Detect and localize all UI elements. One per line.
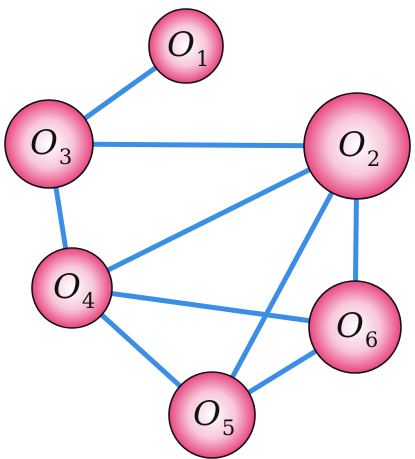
node-o5: O5 — [168, 371, 256, 459]
node-subscript: 2 — [367, 147, 380, 171]
node-letter: O — [53, 267, 81, 307]
node-subscript: 6 — [365, 328, 378, 352]
node-letter: O — [167, 25, 195, 65]
edge-layer — [46, 43, 360, 418]
node-label: O5 — [193, 394, 235, 440]
node-circle — [303, 92, 411, 200]
node-label: O3 — [30, 123, 72, 169]
node-circle — [4, 99, 94, 189]
node-subscript: 1 — [196, 47, 209, 71]
node-label: O4 — [53, 267, 95, 313]
node-letter: O — [338, 125, 366, 165]
node-circle — [148, 8, 224, 84]
node-subscript: 4 — [82, 289, 95, 313]
node-label: O6 — [336, 306, 378, 352]
node-o2: O2 — [303, 92, 411, 200]
node-o4: O4 — [31, 247, 113, 329]
node-letter: O — [336, 306, 364, 346]
node-subscript: 5 — [222, 416, 235, 440]
node-o6: O6 — [308, 280, 402, 374]
node-label: O1 — [167, 25, 209, 71]
node-circle — [168, 371, 256, 459]
node-letter: O — [193, 394, 221, 434]
node-subscript: 3 — [59, 145, 72, 169]
node-o1: O1 — [148, 8, 224, 84]
node-letter: O — [30, 123, 58, 163]
node-circle — [31, 247, 113, 329]
node-label: O2 — [338, 125, 380, 171]
node-circle — [308, 280, 402, 374]
node-o3: O3 — [4, 99, 94, 189]
edge-o4-o6 — [69, 285, 358, 330]
